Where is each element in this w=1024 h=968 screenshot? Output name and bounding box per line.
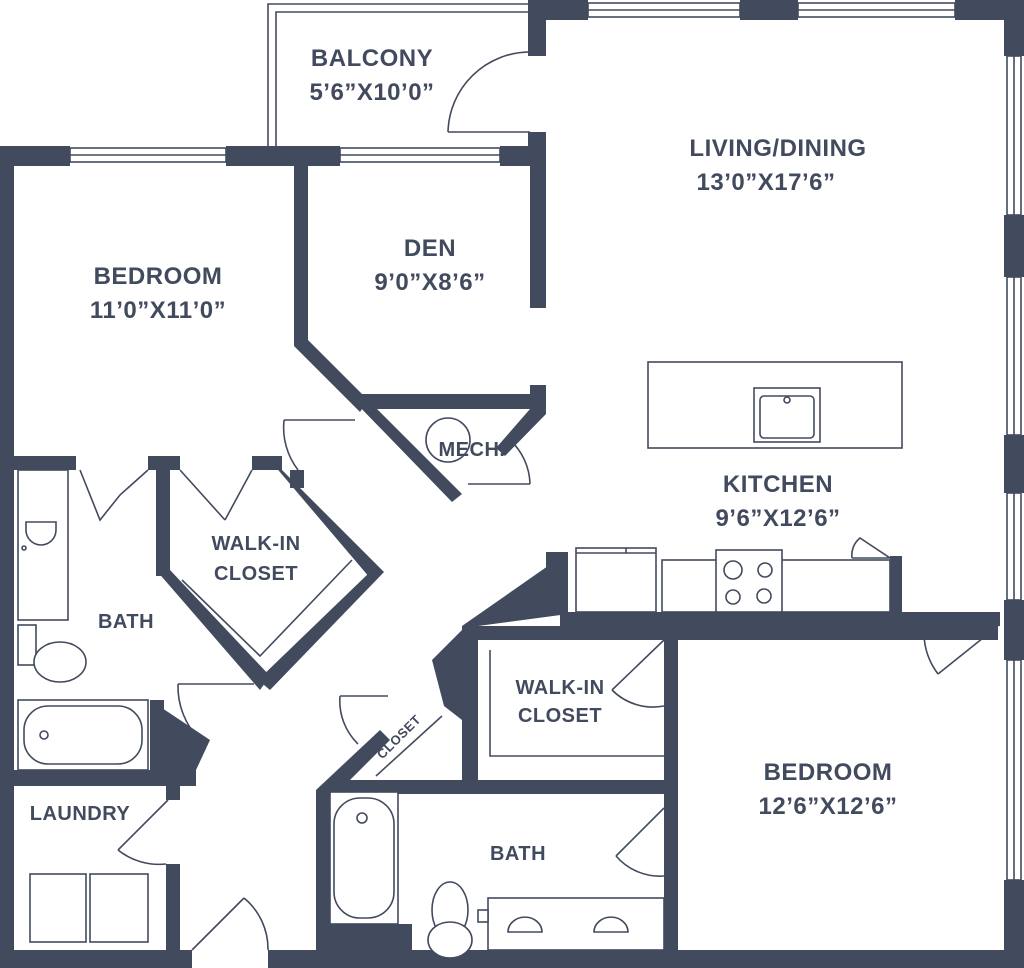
living-dims: 13’0”X17’6” — [697, 169, 836, 196]
bath1-label: BATH — [98, 611, 154, 633]
doors — [79, 51, 999, 951]
bedroom2-label: BEDROOM — [764, 759, 893, 786]
mech-label: MECH. — [439, 439, 506, 461]
balcony-railing — [267, 3, 530, 148]
walkin1-label: WALK-IN — [211, 533, 300, 555]
toilet-bowl — [33, 641, 87, 683]
walkin2-label: WALK-IN — [515, 677, 604, 699]
den-label: DEN — [404, 235, 456, 262]
bedroom1-label: BEDROOM — [94, 263, 223, 290]
dryer — [89, 873, 149, 943]
walkin1-label2: CLOSET — [214, 563, 298, 585]
living-label: LIVING/DINING — [689, 135, 866, 162]
den-dims: 9’0”X8’6” — [374, 269, 485, 296]
laundry-label: LAUNDRY — [30, 803, 131, 825]
washer — [29, 873, 87, 943]
fixtures — [17, 361, 903, 959]
kitchen-dims: 9’6”X12’6” — [715, 505, 840, 532]
bedroom1-dims: 11’0”X11’0” — [90, 297, 226, 324]
bath2-label: BATH — [490, 843, 546, 865]
walkin2-label2: CLOSET — [518, 705, 602, 727]
fridge — [575, 547, 657, 613]
bedroom2-dims: 12’6”X12’6” — [759, 793, 898, 820]
toilet2-bowl — [427, 921, 473, 959]
balcony-dims: 5’6”X10’0” — [309, 79, 434, 106]
balcony-label: BALCONY — [311, 45, 433, 72]
toilet-tank — [17, 624, 37, 666]
kitchen-label: KITCHEN — [723, 471, 833, 498]
windows — [69, 2, 1022, 881]
stove — [715, 549, 783, 613]
room-labels: BALCONY 5’6”X10’0” LIVING/DINING 13’0”X1… — [30, 45, 898, 865]
